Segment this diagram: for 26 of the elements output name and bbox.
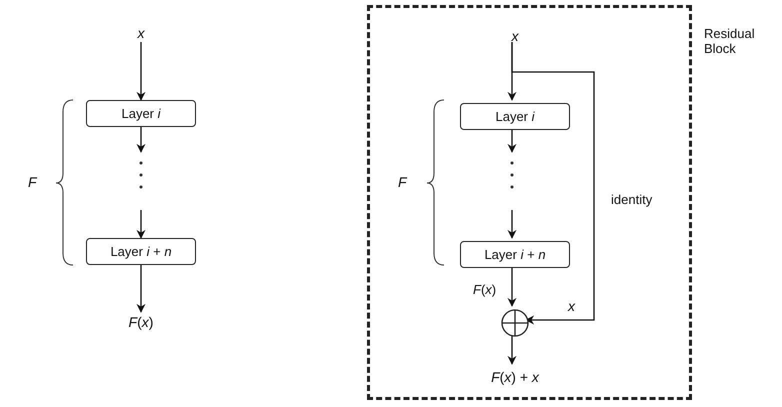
arrow <box>136 42 146 101</box>
edge-label: F(x) <box>472 282 498 297</box>
node-label: Layer i + n <box>484 247 546 262</box>
arrow <box>511 42 595 324</box>
layer-box <box>460 103 570 130</box>
arrow <box>508 334 516 365</box>
arrow <box>136 265 146 313</box>
math-label: F <box>28 174 37 190</box>
edge-label: identity <box>610 192 654 207</box>
node-label: Layer i <box>121 106 161 121</box>
block-title: Residual Block <box>704 26 756 56</box>
arrow <box>508 210 516 239</box>
node-label: F(x) <box>128 314 154 330</box>
node-label: x <box>138 25 144 41</box>
arrow <box>508 265 516 307</box>
node-label: Layer i + n <box>110 244 172 259</box>
math-label: F <box>398 174 407 190</box>
node-label: F(x) + x <box>491 369 539 385</box>
layer-box <box>86 238 196 265</box>
layer-box <box>460 241 570 268</box>
math-label: x <box>568 298 575 314</box>
node-label: Layer i <box>495 109 535 124</box>
layer-box <box>86 100 196 127</box>
node-label: x <box>512 28 518 44</box>
arrow <box>136 210 146 239</box>
arrow <box>136 127 146 153</box>
